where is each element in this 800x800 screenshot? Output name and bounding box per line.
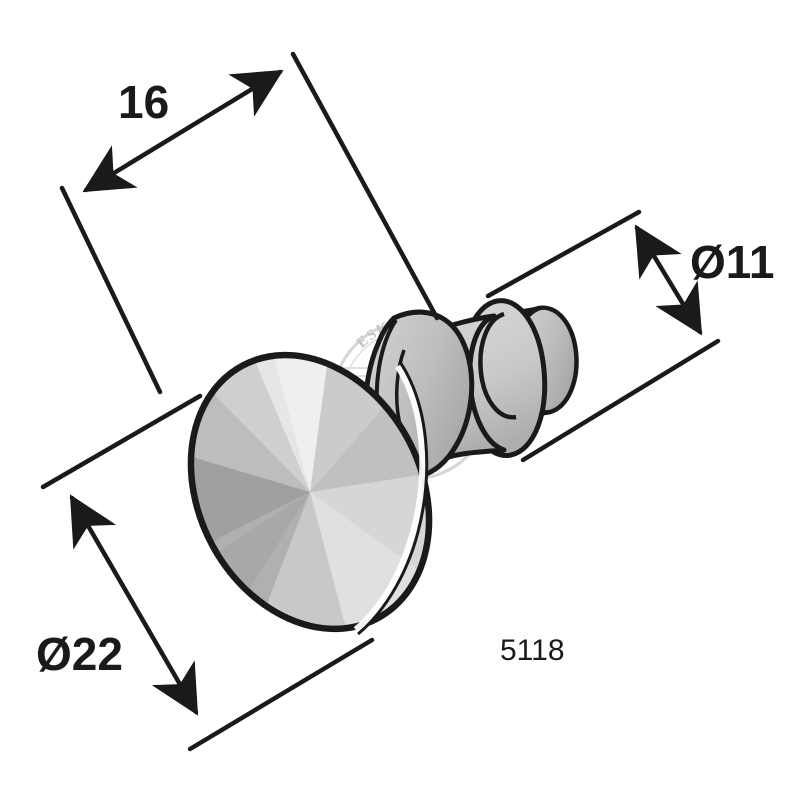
dimension-diameter-11 — [485, 209, 721, 463]
dimension-label-d11: Ø11 — [690, 236, 774, 288]
dimension-line-d22 — [69, 494, 199, 716]
dimension-diameter-22 — [40, 393, 375, 752]
extension-line-d11-upper — [485, 209, 642, 299]
dimension-line-d11 — [634, 224, 703, 336]
knob-rim-highlight — [353, 364, 427, 633]
part-number-label: 5118 — [500, 634, 565, 667]
dimension-label-16: 16 — [118, 76, 169, 128]
dimension-line-16 — [82, 69, 284, 193]
extension-line-d22-upper — [40, 393, 203, 490]
dimension-label-d22: Ø22 — [36, 628, 123, 680]
extension-line-d11-lower — [520, 338, 721, 463]
extension-line-16-left — [59, 185, 163, 395]
knob-head — [176, 326, 452, 652]
extension-line-16-right — [290, 51, 440, 321]
dimension-length-16 — [59, 51, 440, 395]
knob-rim-highlight-edge — [357, 361, 429, 636]
extension-line-d22-lower — [187, 637, 375, 752]
